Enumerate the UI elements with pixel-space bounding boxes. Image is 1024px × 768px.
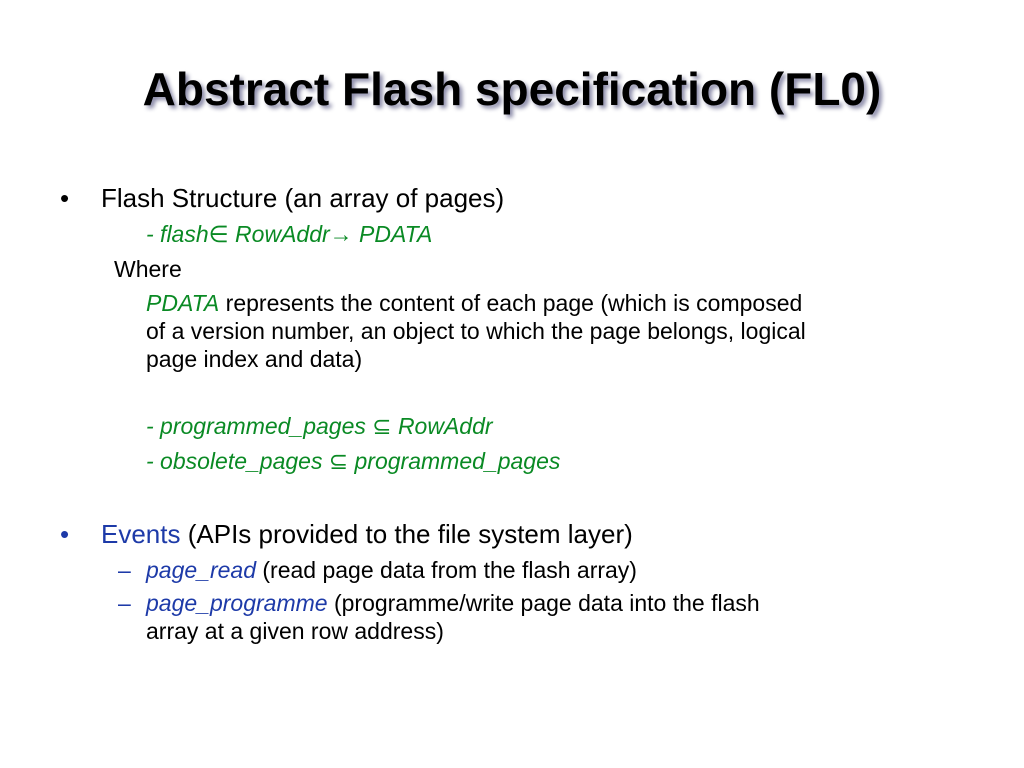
event-desc-continued: array at a given row address)	[146, 618, 444, 644]
event-desc: (read page data from the flash array)	[256, 557, 637, 583]
pdata-desc-line-3: page index and data)	[146, 346, 363, 372]
event-item: page_read (read page data from the flash…	[146, 557, 637, 583]
event-desc: (programme/write page data into the flas…	[327, 590, 760, 616]
obsolete-pages-def: - obsolete_pages ⊆ programmed_pages	[146, 448, 561, 474]
flash-definition: - flash∈ RowAddr→ PDATA	[146, 221, 433, 247]
pdata-desc-line-2: of a version number, an object to which …	[146, 318, 806, 344]
events-heading: Events (APIs provided to the file system…	[101, 520, 633, 549]
slide-title: Abstract Flash specification (FL0)	[142, 63, 882, 115]
bullet-icon: •	[60, 183, 70, 213]
event-item: page_programme (programme/write page dat…	[146, 590, 760, 616]
pdata-desc-line-1: represents the content of each page (whi…	[219, 290, 803, 316]
pdata-description: PDATA represents the content of each pag…	[146, 290, 803, 316]
where-label: Where	[114, 256, 182, 282]
sub-bullet-icon: –	[118, 590, 131, 616]
programmed-pages-def: - programmed_pages ⊆ RowAddr	[146, 413, 493, 439]
events-desc: (APIs provided to the file system layer)	[180, 519, 633, 549]
bullet-icon: •	[60, 519, 70, 549]
event-name: page_programme	[146, 590, 328, 616]
event-name: page_read	[146, 557, 256, 583]
flash-structure-heading: Flash Structure (an array of pages)	[101, 183, 505, 213]
pdata-term: PDATA	[146, 290, 220, 316]
sub-bullet-icon: –	[118, 557, 131, 583]
events-term: Events	[101, 519, 181, 549]
